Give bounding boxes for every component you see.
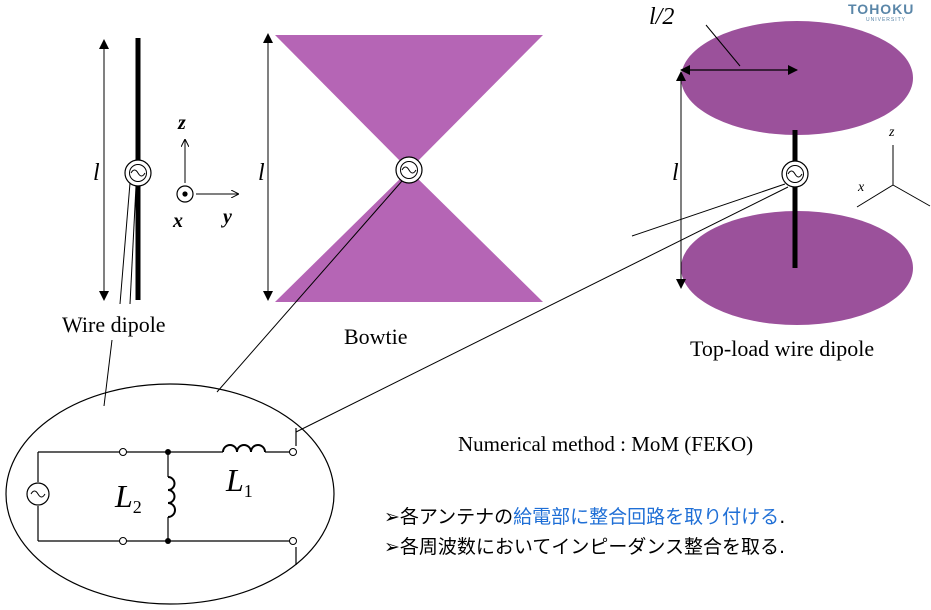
bowtie-source-icon bbox=[395, 156, 423, 184]
matching-circuit bbox=[5, 383, 335, 605]
bowtie bbox=[216, 33, 543, 393]
wire-dipole bbox=[99, 38, 152, 407]
topload-callout-line bbox=[295, 186, 789, 433]
topload-upper-disk bbox=[681, 21, 913, 135]
inductor-l2-label: L2 bbox=[115, 478, 142, 517]
bowtie-caption: Bowtie bbox=[344, 324, 408, 349]
terminal-node bbox=[119, 537, 127, 545]
inductor-l1-label: L1 bbox=[226, 462, 253, 501]
bullet-item: ➢各アンテナの給電部に整合回路を取り付ける. bbox=[384, 506, 786, 528]
numerical-method-text: Numerical method : MoM (FEKO) bbox=[458, 432, 754, 456]
bowtie-callout-line bbox=[216, 180, 403, 393]
axis-x-label: x bbox=[173, 210, 183, 232]
topload-half-length-label: l/2 bbox=[649, 4, 675, 30]
inductor-l2-icon bbox=[167, 476, 176, 518]
coordinate-axes bbox=[176, 140, 238, 203]
wire-dipole-callout-line bbox=[129, 185, 137, 305]
topload-source-icon bbox=[781, 160, 809, 188]
university-logo-sub: UNIVERSITY bbox=[866, 17, 907, 23]
iso-axis-x-label: x bbox=[858, 180, 865, 195]
wire-dipole-callout-line bbox=[103, 339, 113, 407]
axis-y-label: y bbox=[223, 206, 232, 228]
wire-dipole-callout-line bbox=[119, 182, 131, 305]
topload-callout-line bbox=[631, 183, 786, 237]
wire-dipole-source-icon bbox=[124, 159, 152, 187]
radius-leader-line bbox=[705, 24, 741, 67]
topload-length-label: l bbox=[672, 160, 679, 186]
circuit-source-icon bbox=[26, 482, 50, 506]
circuit-zoom-ellipse bbox=[5, 383, 335, 605]
bowtie-lower-patch bbox=[275, 170, 543, 302]
bowtie-upper-patch bbox=[275, 35, 543, 170]
wire-dipole-length-label: l bbox=[93, 160, 100, 186]
university-logo: TOHOKU bbox=[848, 1, 915, 17]
iso-axis-z-label: z bbox=[889, 125, 895, 140]
terminal-node bbox=[119, 448, 127, 456]
inductor-l1-icon bbox=[222, 444, 266, 453]
terminal-node bbox=[289, 537, 297, 545]
topload-dipole bbox=[295, 21, 913, 433]
topload-caption: Top-load wire dipole bbox=[690, 336, 875, 361]
iso-axes bbox=[856, 145, 931, 208]
terminal-node bbox=[289, 448, 297, 456]
bullet-item: ➢各周波数においてインピーダンス整合を取る. bbox=[384, 536, 786, 558]
axis-z-label: z bbox=[178, 112, 186, 134]
wire-dipole-caption: Wire dipole bbox=[62, 312, 166, 337]
bowtie-length-label: l bbox=[258, 160, 265, 186]
